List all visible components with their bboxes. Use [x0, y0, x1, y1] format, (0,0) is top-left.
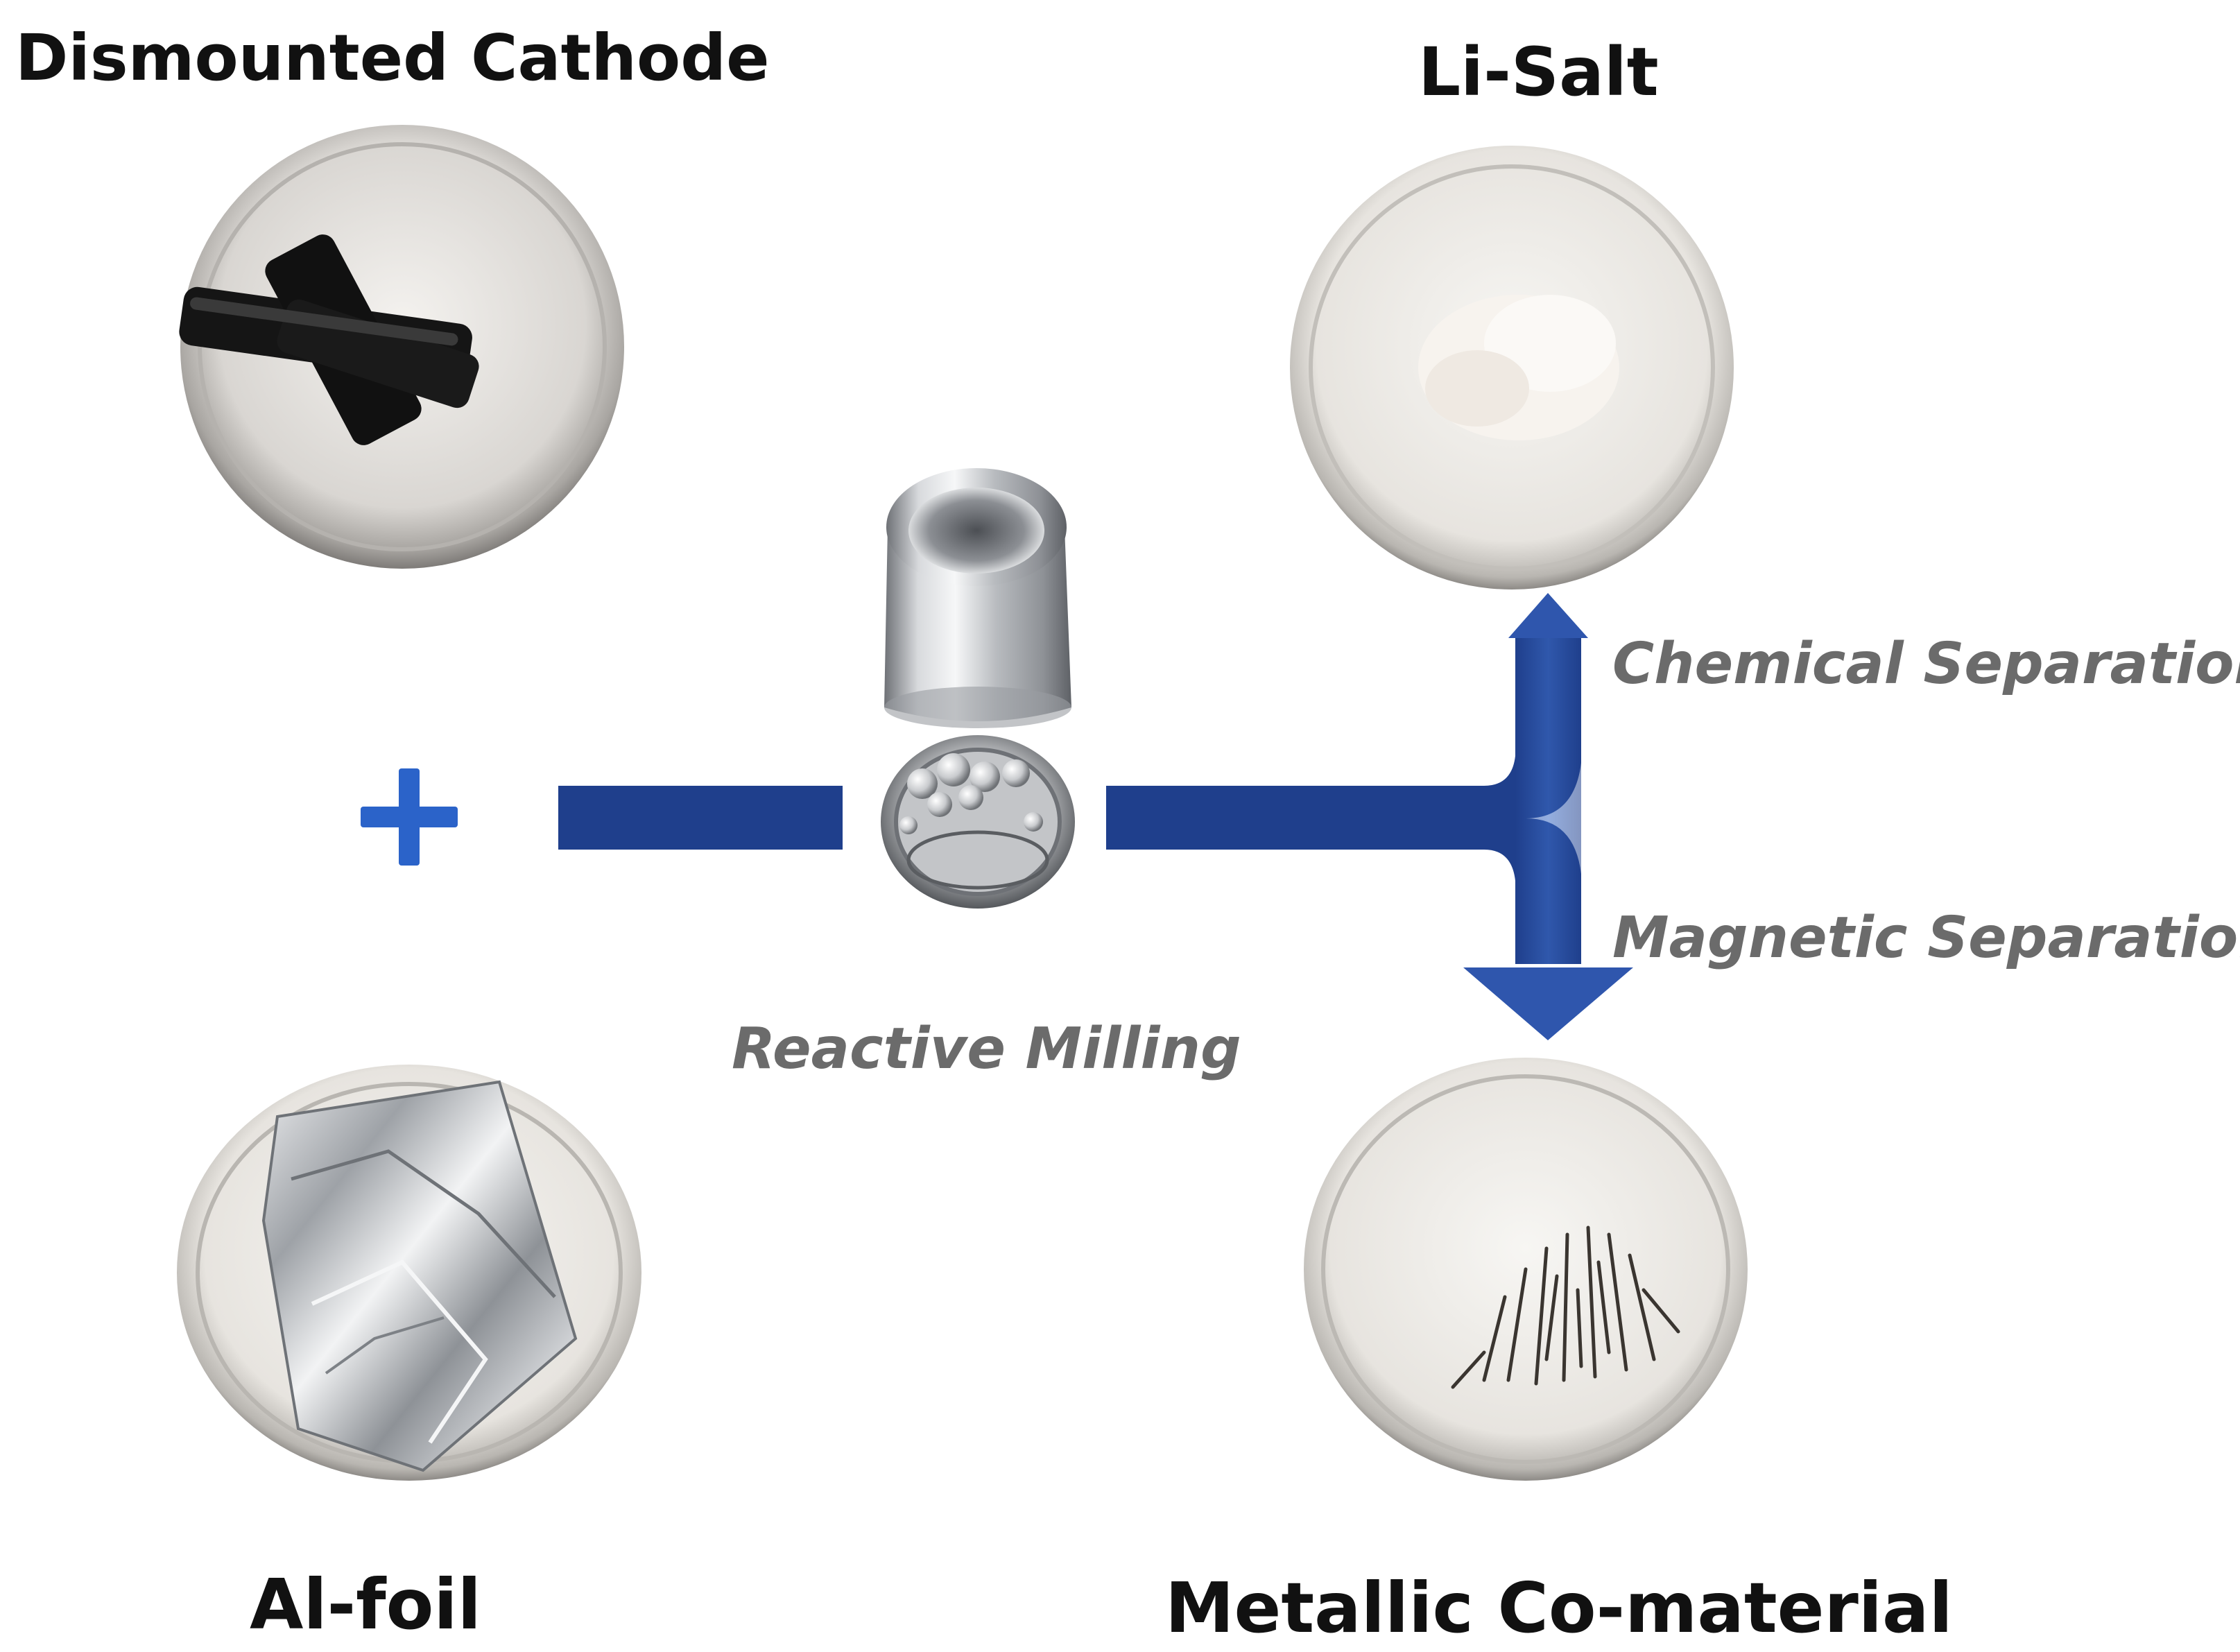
- down-arrow-head: [1463, 967, 1633, 1040]
- al-foil-label: Al-foil: [250, 1564, 481, 1645]
- dismounted-cathode-label: Dismounted Cathode: [15, 21, 770, 95]
- reactive-milling-label: Reactive Milling: [732, 1016, 1241, 1082]
- output-fork-arrow: [1106, 593, 1633, 1040]
- li-salt-dish: [1290, 146, 1734, 590]
- li-salt-label: Li-Salt: [1418, 33, 1659, 111]
- chemical-separation-label: Chemical Separation: [1612, 631, 2240, 697]
- input-arrow-bar: [558, 786, 843, 850]
- co-filings: [1451, 1225, 1680, 1389]
- milling-balls: [899, 753, 1043, 834]
- salt-powder: [1418, 295, 1619, 440]
- foil-sheet: [261, 1080, 578, 1472]
- up-arrow-head: [1508, 593, 1588, 638]
- cathode-dish: [179, 125, 624, 569]
- milling-jar: [884, 468, 1071, 728]
- al-foil-dish: [177, 1065, 641, 1481]
- cathode-rolls: [179, 234, 479, 445]
- magnetic-separation-label: Magnetic Separation: [1612, 905, 2240, 971]
- metallic-co-material-label: Metallic Co-material: [1165, 1567, 1953, 1649]
- plus-icon: [361, 768, 458, 866]
- metallic-co-dish: [1304, 1058, 1748, 1481]
